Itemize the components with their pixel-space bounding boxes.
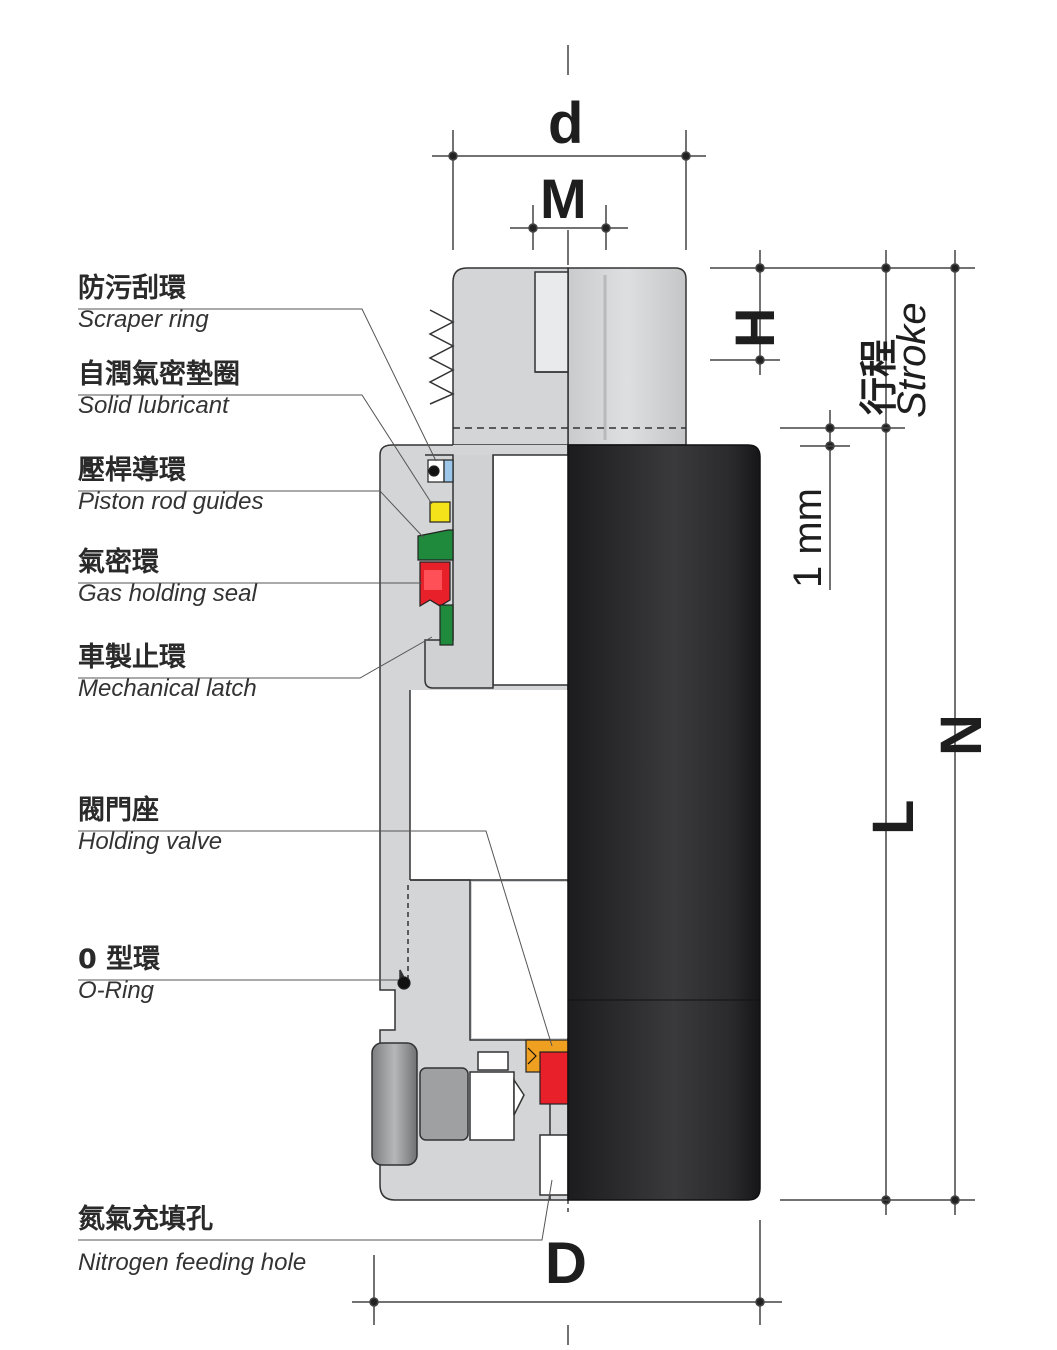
label-zh: 氮氣充填孔 [78, 1204, 213, 1235]
label-zh: 防污刮環 [78, 273, 186, 304]
label-en: Scraper ring [78, 306, 209, 333]
label-zh: 氣密環 [78, 547, 159, 578]
dimension-lines [352, 45, 975, 1345]
label-o-ring: 0 型環 O-Ring [78, 944, 378, 1006]
label-en: O-Ring [78, 977, 155, 1004]
dim-label-d: d [548, 91, 584, 156]
label-piston-rod-guides: 壓桿導環 Piston rod guides [78, 455, 378, 517]
dim-label-1mm: 1 mm [786, 488, 830, 588]
label-zh: 壓桿導環 [78, 455, 186, 486]
label-en: Solid lubricant [78, 392, 229, 419]
label-holding-valve: 閥門座 Holding valve [78, 795, 378, 857]
label-zh: 閥門座 [78, 795, 159, 826]
label-en: Mechanical latch [78, 675, 257, 702]
nitrogen-plug [371, 1042, 469, 1166]
dim-label-stroke-en: Stroke [890, 302, 934, 418]
label-en: Nitrogen feeding hole [78, 1249, 307, 1276]
cylinder-body-section [379, 267, 686, 1201]
dim-label-H: H [723, 307, 786, 348]
dim-label-N: N [929, 714, 994, 756]
label-en: Holding valve [78, 828, 223, 855]
piston-rod [567, 267, 687, 446]
label-en: Gas holding seal [78, 580, 257, 607]
leader-lines [78, 308, 553, 1241]
label-gas-holding-seal: 氣密環 Gas holding seal [78, 547, 378, 609]
label-scraper-ring: 防污刮環 Scraper ring [78, 273, 378, 335]
dim-label-L: L [861, 799, 926, 835]
label-en: Piston rod guides [78, 488, 264, 515]
label-zh: 自潤氣密墊圈 [78, 359, 240, 390]
label-zh: 0 型環 [78, 944, 161, 975]
label-zh: 車製止環 [78, 642, 186, 673]
dim-label-D: D [545, 1231, 587, 1296]
label-solid-lubricant: 自潤氣密墊圈 Solid lubricant [78, 359, 378, 421]
cylinder-outer [567, 444, 761, 1201]
label-nitrogen-feeding-hole: 氮氣充填孔 Nitrogen feeding hole [78, 1204, 418, 1278]
dim-label-M: M [540, 167, 587, 230]
label-mechanical-latch: 車製止環 Mechanical latch [78, 642, 378, 704]
